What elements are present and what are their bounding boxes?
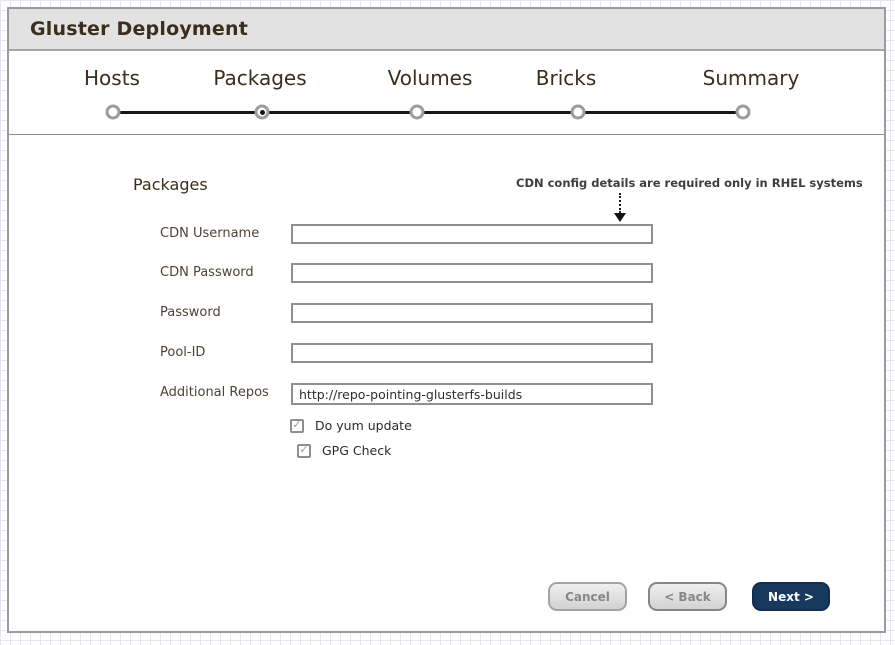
step-indicator: Hosts Packages Volumes Bricks Summary: [9, 51, 884, 135]
step-label-packages[interactable]: Packages: [213, 66, 307, 90]
active-step-dot-icon: [259, 109, 265, 115]
section-heading: Packages: [133, 175, 208, 194]
cdn-password-input[interactable]: [291, 263, 653, 283]
cdn-username-input[interactable]: [291, 224, 653, 244]
step-circle-summary[interactable]: [735, 104, 751, 120]
step-circle-volumes[interactable]: [409, 104, 425, 120]
page-title: Gluster Deployment: [30, 18, 248, 40]
next-button[interactable]: Next >: [752, 582, 830, 611]
packages-form-section: Packages CDN config details are required…: [9, 135, 884, 635]
check-icon: ✓: [299, 442, 309, 456]
yum-update-checkbox[interactable]: ✓: [290, 417, 304, 433]
additional-repos-input[interactable]: [291, 383, 653, 405]
back-button[interactable]: < Back: [648, 582, 727, 611]
step-circle-bricks[interactable]: [570, 104, 586, 120]
field-label-cdn-password: CDN Password: [160, 265, 254, 280]
field-label-pool-id: Pool-ID: [160, 345, 206, 360]
down-arrow-icon: [614, 193, 626, 222]
checkbox-row-gpg-check[interactable]: ✓ GPG Check: [297, 443, 391, 458]
field-label-additional-repos: Additional Repos: [160, 385, 269, 400]
annotation-note: CDN config details are required only in …: [516, 176, 863, 190]
wizard-panel: Gluster Deployment Hosts Packages Volume…: [7, 7, 886, 633]
step-circle-packages-active[interactable]: [254, 104, 270, 120]
step-label-summary[interactable]: Summary: [702, 66, 800, 90]
gpg-check-checkbox[interactable]: ✓: [297, 442, 311, 458]
cancel-button[interactable]: Cancel: [548, 582, 627, 611]
field-label-cdn-username: CDN Username: [160, 226, 260, 241]
step-label-hosts[interactable]: Hosts: [84, 66, 140, 90]
step-label-bricks[interactable]: Bricks: [535, 66, 597, 90]
down-arrow-head-icon: [614, 213, 626, 222]
check-icon: ✓: [292, 417, 302, 431]
step-label-volumes[interactable]: Volumes: [387, 66, 473, 90]
checkbox-row-yum-update[interactable]: ✓ Do yum update: [290, 418, 412, 433]
field-label-password: Password: [160, 305, 221, 320]
title-bar: Gluster Deployment: [9, 9, 884, 51]
stepper-track-line: [113, 111, 743, 114]
pool-id-input[interactable]: [291, 343, 653, 363]
password-input[interactable]: [291, 303, 653, 323]
checkbox-label-yum-update: Do yum update: [315, 418, 412, 433]
step-circle-hosts[interactable]: [105, 104, 121, 120]
checkbox-label-gpg-check: GPG Check: [322, 443, 392, 458]
